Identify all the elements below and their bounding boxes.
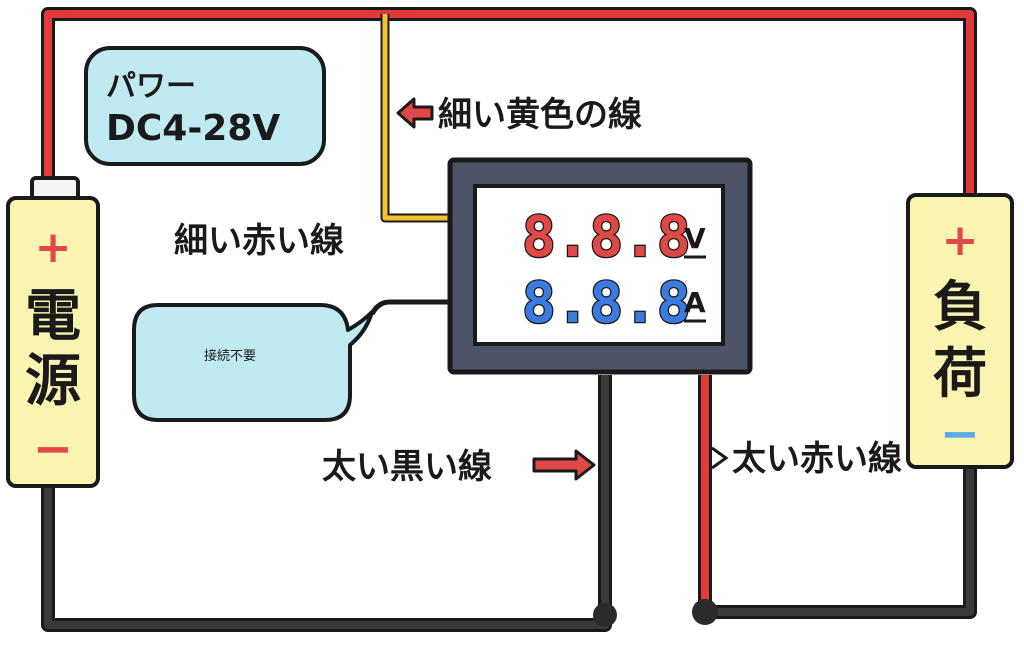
load-name-char2: 荷 <box>933 342 987 405</box>
power-source-battery: + 電 源 − <box>6 176 100 488</box>
power-name-char2: 源 <box>25 349 81 414</box>
no-connection-text: 接続不要 <box>204 348 256 364</box>
power-name-char1: 電 <box>25 284 81 349</box>
thin-yellow-wire-label: 細い黄色の線 <box>438 95 642 135</box>
junction-dot-red <box>692 599 718 625</box>
arrow-right-icon <box>532 449 596 481</box>
thick-red-wire-label: 太い赤い線 <box>732 439 902 479</box>
arrow-left-icon <box>396 97 434 129</box>
volt-ammeter: 8.8.8 V 8.8.8 A <box>447 157 753 375</box>
thin-wire-to-bubble <box>369 299 450 316</box>
meter-display <box>473 184 725 346</box>
load-plus-sign: + <box>942 215 979 266</box>
power-minus-sign: − <box>33 421 73 477</box>
power-plus-sign: + <box>35 222 72 273</box>
voltage-digits: 8.8.8 <box>522 205 691 270</box>
thick-red-wire-pointer <box>711 446 729 470</box>
no-connection-bubble: 接続不要 <box>132 303 374 422</box>
current-digits: 8.8.8 <box>522 271 691 336</box>
power-spec-bubble: パワー DC4-28V <box>84 46 326 166</box>
power-spec-line1: パワー <box>106 69 196 104</box>
thick-black-wire-label: 太い黒い線 <box>322 447 492 487</box>
junction-dot-black <box>593 603 617 627</box>
voltage-unit: V <box>684 222 706 255</box>
load-box: + 負 荷 − <box>906 193 1014 469</box>
current-unit: A <box>684 286 706 319</box>
load-return-wire <box>705 465 977 619</box>
thin-red-wire-label: 細い赤い線 <box>174 221 344 261</box>
power-spec-line2: DC4-28V <box>106 108 280 149</box>
load-minus-sign: − <box>940 406 980 462</box>
load-name-char1: 負 <box>933 275 987 338</box>
